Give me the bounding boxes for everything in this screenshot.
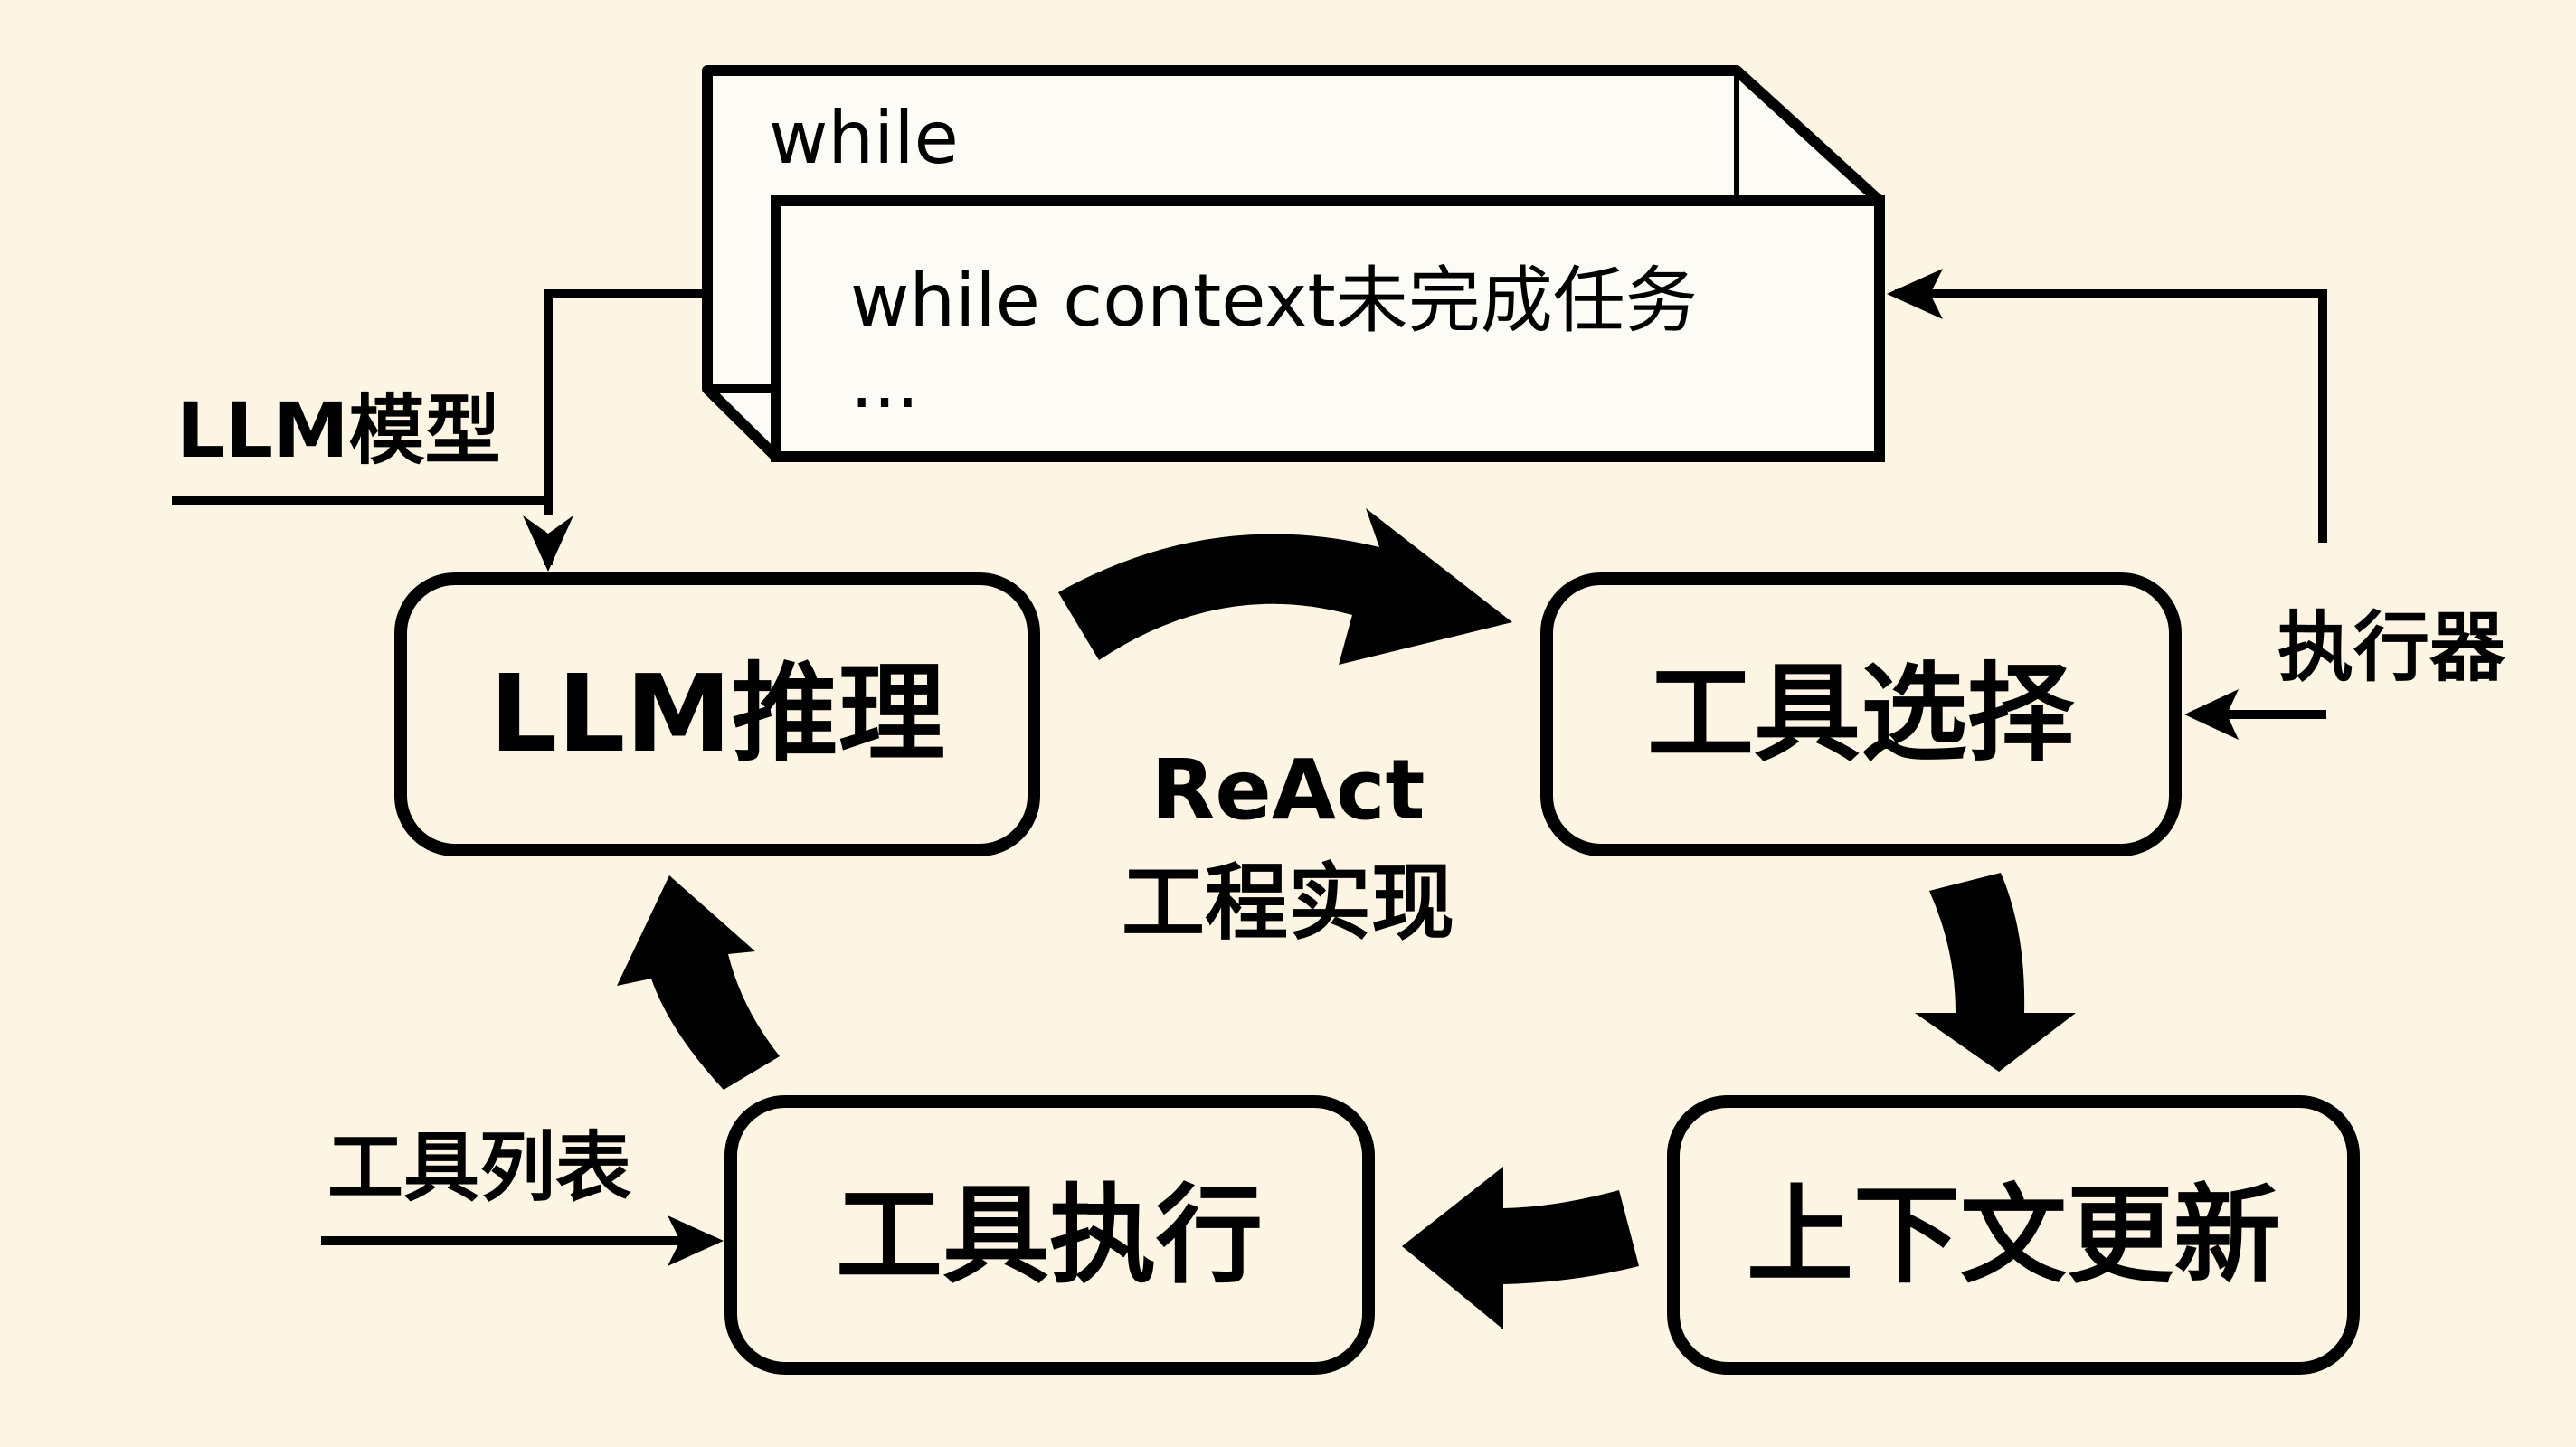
node-label-llm-reasoning: LLM推理 bbox=[489, 651, 945, 776]
cycle-arrow-reasoning-to-selection bbox=[1058, 508, 1512, 665]
cycle-arrow-context-to-execution bbox=[1402, 1167, 1639, 1329]
arrow-down-icon bbox=[523, 515, 573, 572]
node-tool-selection[interactable]: 工具选择 bbox=[1540, 572, 2182, 856]
input-label-tool-list: 工具列表 bbox=[327, 1123, 631, 1212]
loop-card-ellipsis: ... bbox=[850, 340, 919, 424]
loop-card: while while context未完成任务 ... bbox=[702, 65, 1885, 462]
cycle-arrow-selection-to-context bbox=[1915, 873, 2076, 1072]
tool-list-connector: 工具列表 bbox=[321, 1123, 724, 1266]
node-context-update[interactable]: 上下文更新 bbox=[1667, 1095, 2360, 1375]
center-label-react: ReAct bbox=[1151, 742, 1425, 838]
arrow-left-icon bbox=[2184, 689, 2239, 740]
executor-connector: 执行器 bbox=[1887, 269, 2506, 740]
loop-to-llm-line bbox=[544, 289, 707, 565]
llm-model-connector: LLM模型 bbox=[172, 289, 707, 572]
loop-card-back-label: while bbox=[769, 96, 959, 180]
input-label-llm-model: LLM模型 bbox=[176, 386, 501, 475]
node-label-tool-execution: 工具执行 bbox=[836, 1173, 1263, 1298]
node-label-context-update: 上下文更新 bbox=[1747, 1173, 2280, 1298]
node-label-tool-selection: 工具选择 bbox=[1647, 651, 2075, 776]
input-label-executor: 执行器 bbox=[2278, 603, 2506, 692]
arrow-right-icon bbox=[668, 1215, 724, 1266]
loop-card-front-page bbox=[771, 195, 1885, 462]
center-label: ReAct 工程实现 bbox=[1122, 742, 1454, 951]
node-tool-execution[interactable]: 工具执行 bbox=[724, 1095, 1375, 1375]
node-llm-reasoning[interactable]: LLM推理 bbox=[394, 572, 1040, 856]
arrow-down-notch bbox=[523, 515, 573, 534]
arrow-left-icon bbox=[1887, 269, 1943, 319]
loop-card-condition: while context未完成任务 bbox=[850, 259, 1698, 343]
executor-to-loop-line bbox=[1895, 289, 2327, 543]
center-label-engineering: 工程实现 bbox=[1122, 855, 1454, 951]
cycle-arrow-execution-to-reasoning bbox=[617, 875, 780, 1090]
